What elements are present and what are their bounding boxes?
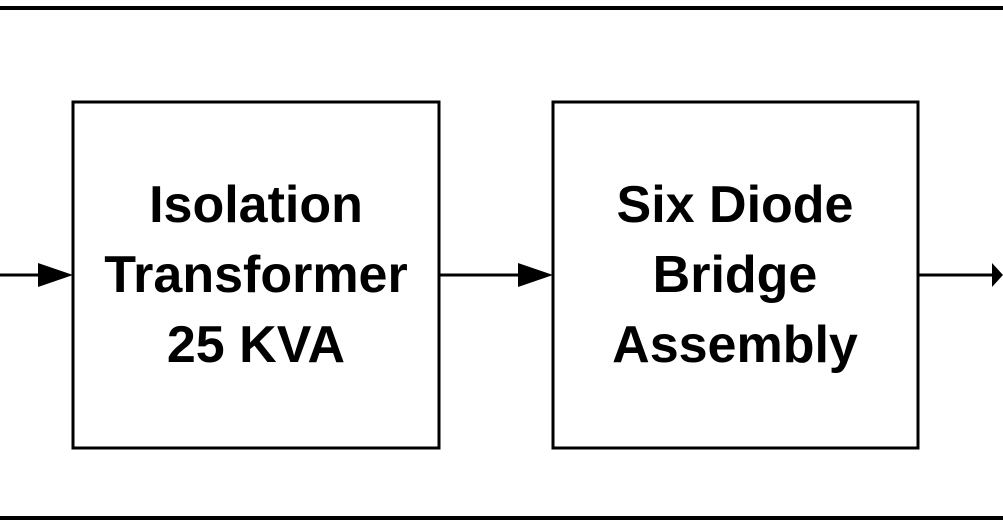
isolation-transformer-label-line-2: Transformer	[104, 246, 407, 304]
transformer-to-bridge-arrow-head	[518, 263, 553, 287]
six-diode-bridge-label-line-2: Bridge	[653, 246, 818, 304]
transformer-to-bridge-arrow	[439, 263, 553, 287]
six-diode-bridge-label-line-1: Six Diode	[617, 176, 854, 234]
isolation-transformer-block: Isolation Transformer 25 KVA	[71, 100, 441, 450]
input-arrow-head	[38, 263, 73, 287]
six-diode-bridge-block: Six Diode Bridge Assembly	[551, 100, 920, 450]
output-arrow	[918, 263, 1003, 287]
six-diode-bridge-box	[551, 100, 920, 450]
isolation-transformer-label-line-3: 25 KVA	[167, 316, 345, 374]
isolation-transformer-label-line-1: Isolation	[149, 176, 363, 234]
six-diode-bridge-label-line-3: Assembly	[612, 316, 858, 374]
input-arrow	[0, 263, 73, 287]
output-arrow-head	[992, 263, 1003, 287]
